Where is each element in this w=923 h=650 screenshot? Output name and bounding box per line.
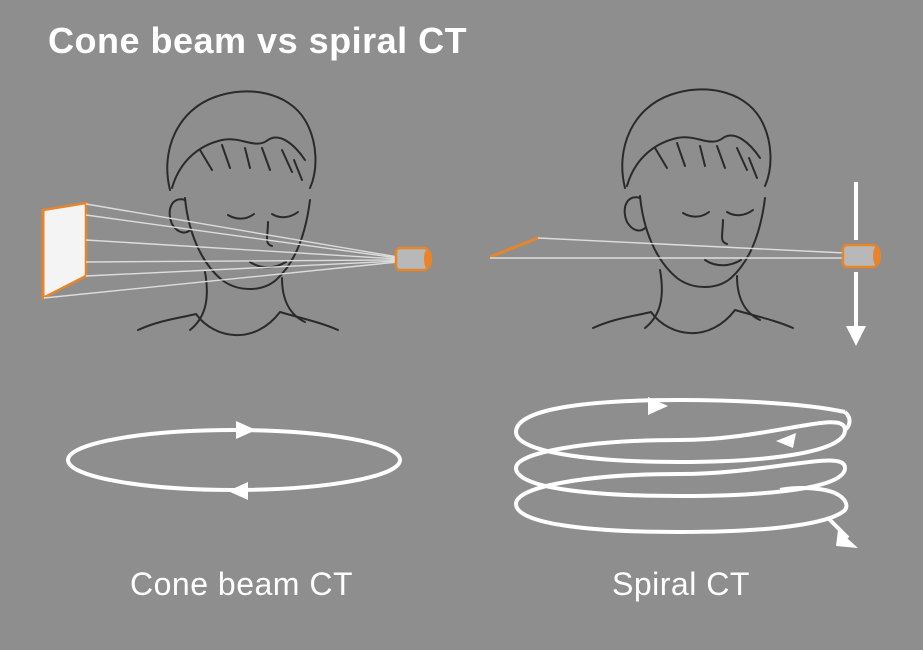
head-sketch-right: [592, 88, 794, 335]
helical-orbit-icon: [513, 397, 852, 540]
diagram-title: Cone beam vs spiral CT: [48, 20, 468, 61]
cone-beam-illustration: [41, 90, 432, 500]
circular-orbit-icon: [66, 421, 402, 500]
cone-beam-caption: Cone beam CT: [130, 566, 353, 602]
spiral-ct-illustration: [489, 88, 881, 548]
fan-detector: [489, 236, 539, 259]
fan-beam-rays: [490, 237, 846, 259]
xray-source-icon: [841, 243, 881, 269]
cone-beam-rays: [43, 203, 399, 299]
helical-direction-arrows: [648, 397, 858, 548]
translation-arrow-icon: [846, 182, 866, 346]
detector-panel: [41, 201, 88, 301]
head-sketch-left: [137, 90, 339, 337]
xray-source-icon: [394, 246, 432, 272]
spiral-ct-caption: Spiral CT: [612, 566, 750, 602]
